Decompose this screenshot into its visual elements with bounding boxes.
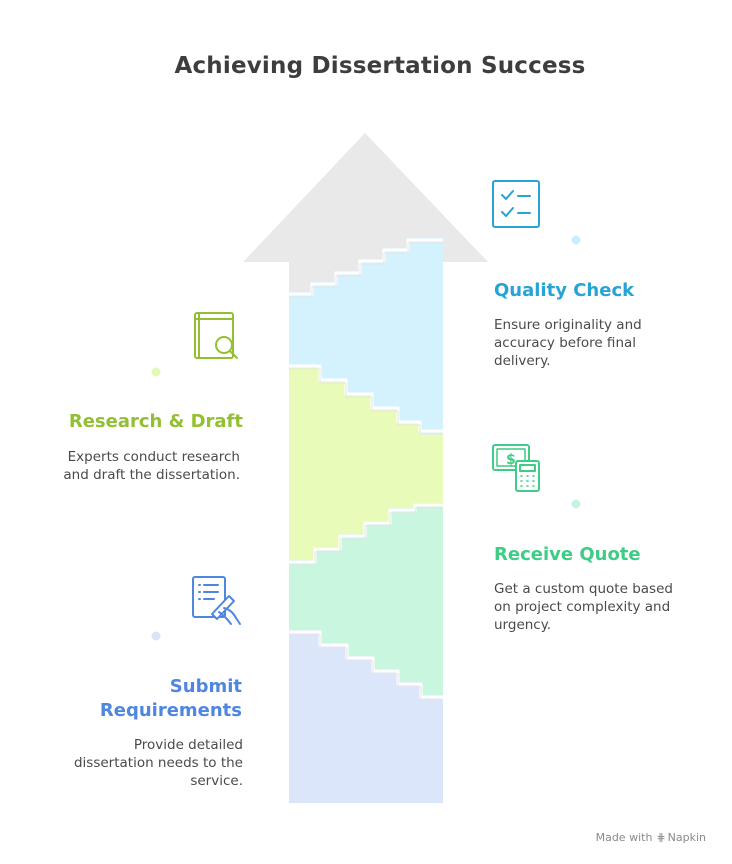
dot-receive-quote [571, 499, 581, 509]
dot-quality-check [571, 235, 581, 245]
band-quality-check [289, 238, 488, 433]
footer: Made with⋕Napkin [596, 831, 706, 844]
step-desc-research-draft: Experts conduct research and draft the d… [63, 449, 240, 483]
stair-shadows [289, 242, 443, 701]
step-title-receive-quote: Receive Quote [494, 544, 641, 565]
step-title-research-draft: Research & Draft [68, 411, 243, 432]
footer-brand: Napkin [667, 831, 706, 844]
band-receive-quote [289, 503, 443, 695]
band-submit-requirements [289, 630, 443, 803]
money-calculator-icon: $ [492, 444, 540, 492]
dot-submit-requirements [151, 631, 161, 641]
step-title-submit-requirements: Submit Requirements [99, 676, 242, 721]
document-pen-icon [192, 576, 241, 625]
band-research-draft [289, 368, 443, 560]
checklist-icon [492, 180, 540, 228]
page-title: Achieving Dissertation Success [174, 53, 586, 79]
book-magnifier-icon [194, 312, 238, 359]
step-desc-submit-requirements: Provide detailed dissertation needs to t… [73, 737, 243, 789]
svg-text:$: $ [506, 452, 516, 468]
footer-made-with: Made with [595, 831, 653, 844]
step-desc-quality-check: Ensure originality and accuracy before f… [494, 317, 642, 369]
step-desc-receive-quote: Get a custom quote based on project comp… [494, 581, 673, 633]
step-title-quality-check: Quality Check [494, 280, 635, 301]
dot-research-draft [151, 367, 161, 377]
napkin-logo-icon: ⋕ [656, 831, 666, 844]
